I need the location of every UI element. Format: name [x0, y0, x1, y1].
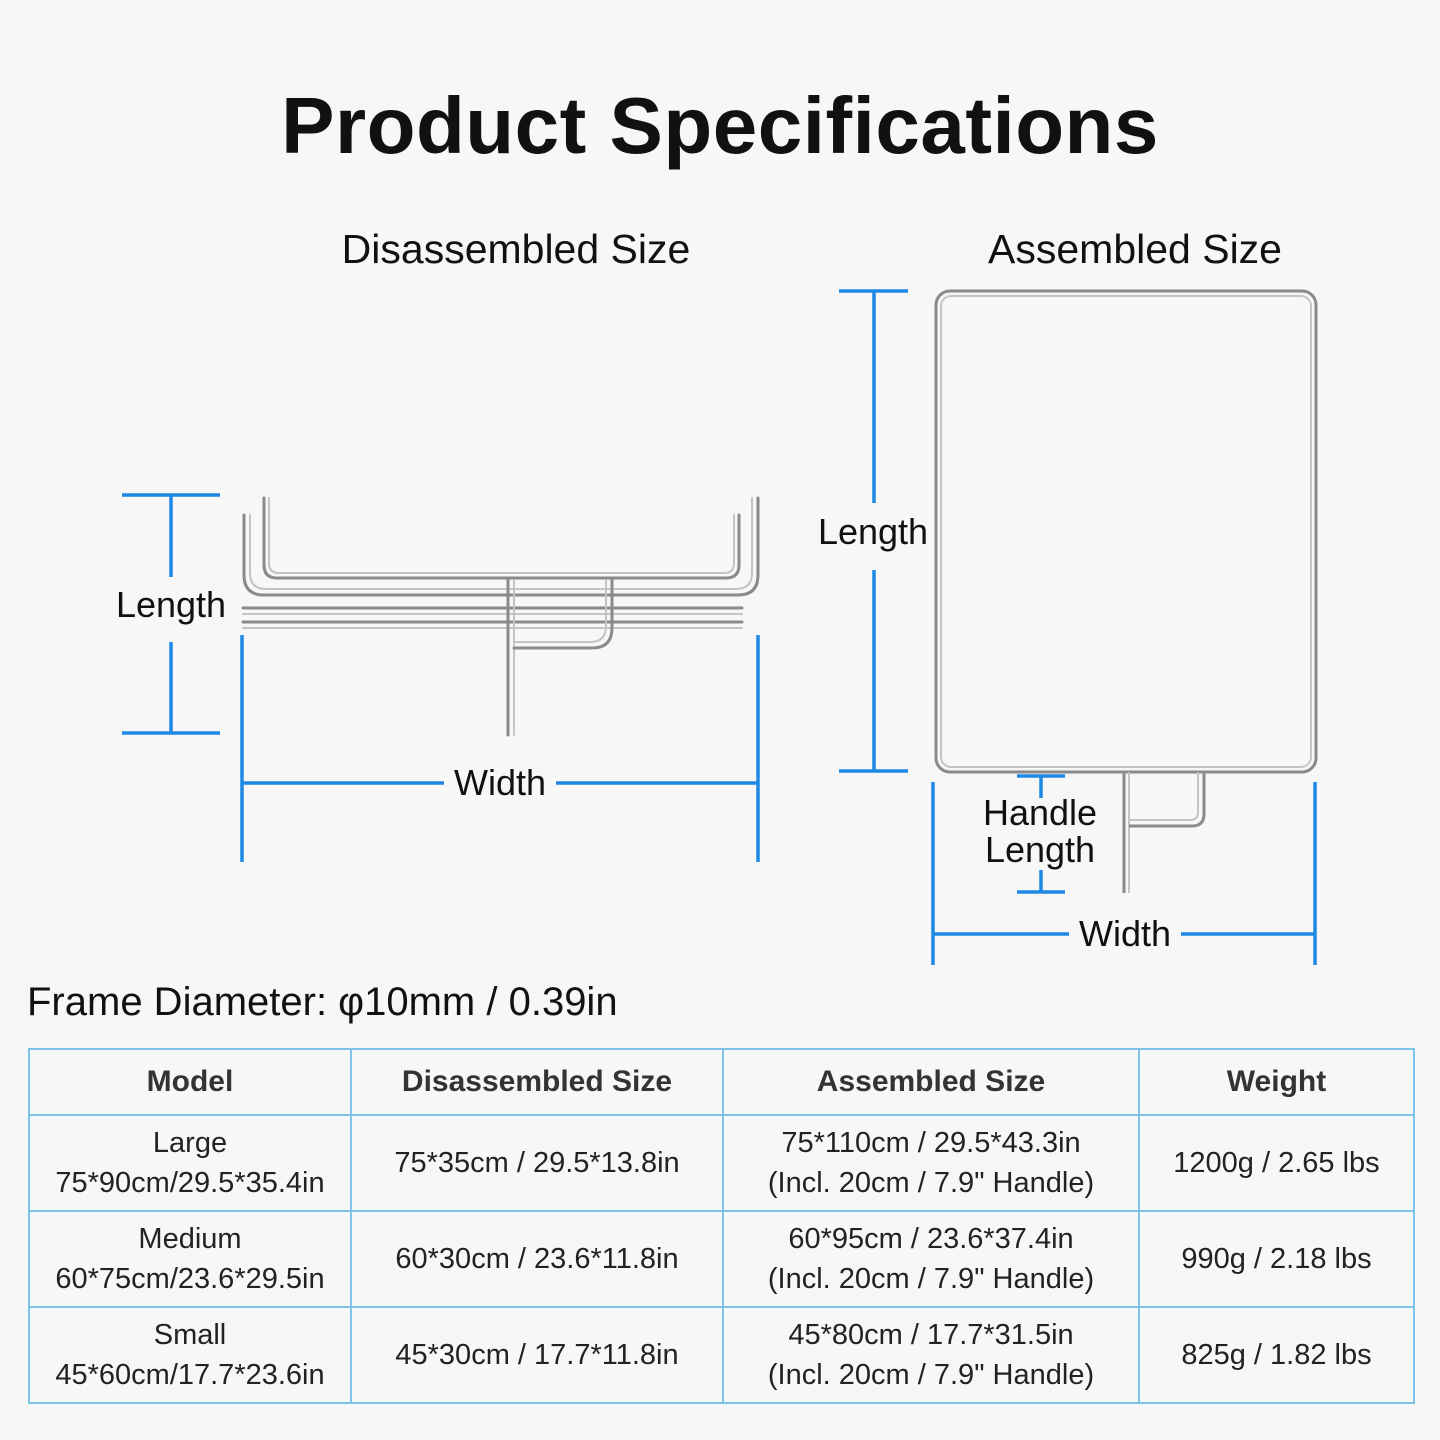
outer-u-bar-outline [242, 496, 760, 597]
cell-assembled: 75*110cm / 29.5*43.3in (Incl. 20cm / 7.9… [722, 1114, 1140, 1212]
model-name: Large [152, 1127, 228, 1159]
page-title: Product Specifications [281, 81, 1159, 170]
cell-weight: 1200g / 2.65 lbs [1138, 1114, 1415, 1212]
ass-width-label: Width [1078, 913, 1172, 954]
assembled-handle-note: (Incl. 20cm / 7.9" Handle) [767, 1263, 1095, 1295]
outer-u-bar-inner [249, 497, 753, 590]
disassembled-frame-parts [241, 496, 760, 737]
header-weight: Weight [1138, 1048, 1415, 1116]
cell-assembled: 45*80cm / 17.7*31.5in (Incl. 20cm / 7.9"… [722, 1306, 1140, 1404]
model-size: 75*90cm/29.5*35.4in [55, 1167, 325, 1199]
handle-hook [512, 578, 614, 650]
table-row: Small 45*60cm/17.7*23.6in 45*30cm / 17.7… [28, 1306, 1415, 1404]
cell-model: Medium 60*75cm/23.6*29.5in [28, 1210, 352, 1308]
cell-weight: 825g / 1.82 lbs [1138, 1306, 1415, 1404]
ass-handle-label-line1: Handle [982, 792, 1098, 833]
model-size: 45*60cm/17.7*23.6in [55, 1359, 325, 1391]
header-assembled-size: Assembled Size [722, 1048, 1140, 1116]
ass-handle-label-line2: Length [984, 829, 1096, 870]
model-name: Medium [138, 1223, 242, 1255]
dis-width-label: Width [453, 762, 547, 803]
header-disassembled-size: Disassembled Size [350, 1048, 724, 1116]
assembled-size: 60*95cm / 23.6*37.4in [788, 1223, 1074, 1255]
cell-disassembled: 45*30cm / 17.7*11.8in [350, 1306, 724, 1404]
model-size: 60*75cm/23.6*29.5in [55, 1263, 325, 1295]
cell-model: Small 45*60cm/17.7*23.6in [28, 1306, 352, 1404]
assembled-handle-hook [1129, 772, 1206, 828]
cell-weight: 990g / 2.18 lbs [1138, 1210, 1415, 1308]
assembled-frame [934, 289, 1318, 893]
cell-disassembled: 60*30cm / 23.6*11.8in [350, 1210, 724, 1308]
assembled-size: 45*80cm / 17.7*31.5in [788, 1319, 1074, 1351]
frame-diameter: Frame Diameter: φ10mm / 0.39in [27, 980, 618, 1024]
disassembled-dimensions [122, 493, 760, 862]
dis-length-label: Length [115, 584, 227, 625]
assembled-frame-outer [934, 289, 1318, 774]
assembled-size: 75*110cm / 29.5*43.3in [781, 1127, 1081, 1159]
assembled-dimensions [839, 289, 1317, 965]
assembled-heading: Assembled Size [988, 226, 1282, 272]
disassembled-heading: Disassembled Size [341, 226, 691, 272]
cell-assembled: 60*95cm / 23.6*37.4in (Incl. 20cm / 7.9"… [722, 1210, 1140, 1308]
table-row: Large 75*90cm/29.5*35.4in 75*35cm / 29.5… [28, 1114, 1415, 1212]
header-model: Model [28, 1048, 352, 1116]
ass-length-label: Length [817, 511, 929, 552]
cell-model: Large 75*90cm/29.5*35.4in [28, 1114, 352, 1212]
spec-table: Model Disassembled Size Assembled Size W… [28, 1048, 1415, 1404]
inner-u-bar-outline [262, 496, 741, 580]
spec-diagram [122, 289, 1318, 965]
model-name: Small [153, 1319, 227, 1351]
table-row: Medium 60*75cm/23.6*29.5in 60*30cm / 23.… [28, 1210, 1415, 1308]
handle-hook-inner [513, 579, 607, 643]
assembled-frame-inner [940, 295, 1312, 768]
assembled-handle-note: (Incl. 20cm / 7.9" Handle) [767, 1359, 1095, 1391]
table-header-row: Model Disassembled Size Assembled Size W… [28, 1048, 1415, 1116]
assembled-handle-hook-inner [1129, 772, 1199, 821]
assembled-handle-note: (Incl. 20cm / 7.9" Handle) [767, 1167, 1095, 1199]
cell-disassembled: 75*35cm / 29.5*13.8in [350, 1114, 724, 1212]
inner-u-bar-inner [268, 497, 735, 574]
